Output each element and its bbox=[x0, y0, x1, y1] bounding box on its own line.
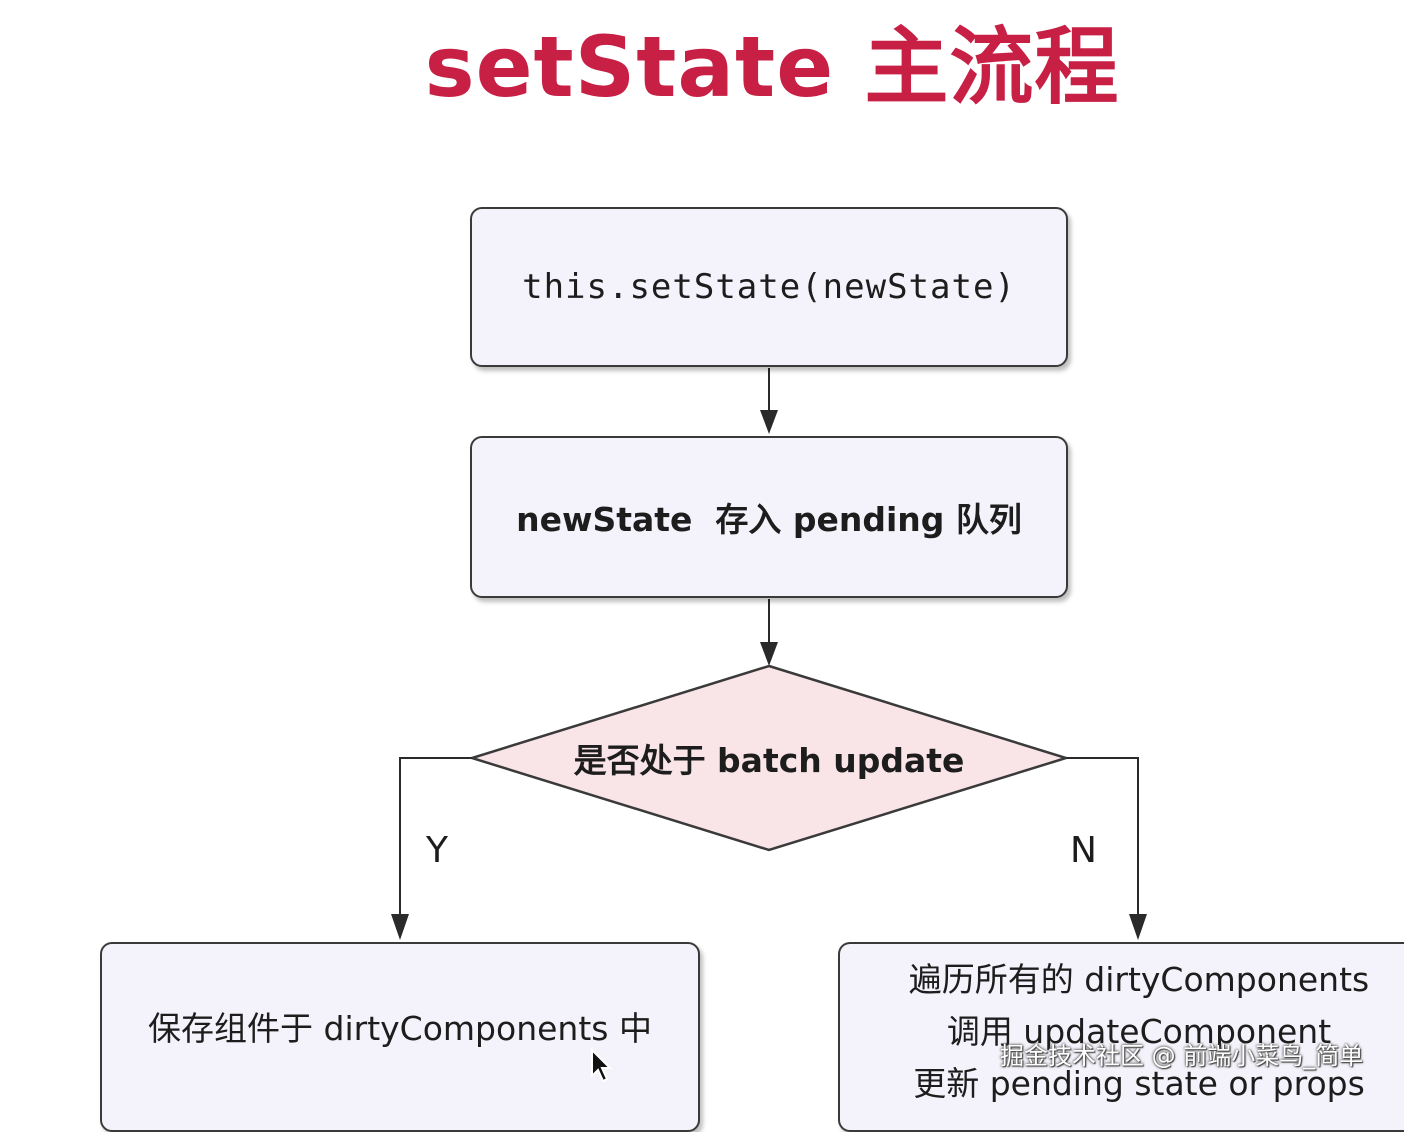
node-save-dirty-components-label: 保存组件于 dirtyComponents 中 bbox=[148, 1009, 652, 1048]
decision-label: 是否处于 batch update bbox=[573, 741, 965, 780]
arrow-pending-to-decision bbox=[760, 599, 778, 666]
flowchart-connectors bbox=[391, 368, 1147, 940]
node-setstate-call: this.setState(newState) bbox=[470, 207, 1068, 367]
arrow-yes-branch bbox=[391, 757, 472, 940]
mouse-cursor-icon bbox=[591, 1048, 613, 1083]
node-pending-queue-label: newState 存入 pending 队列 bbox=[516, 500, 1022, 539]
branch-label-no: N bbox=[1070, 830, 1097, 871]
node-setstate-call-label: this.setState(newState) bbox=[522, 267, 1016, 307]
node-update-line-1: 遍历所有的 dirtyComponents bbox=[908, 960, 1370, 999]
branch-label-yes: Y bbox=[426, 830, 448, 871]
watermark: 掘金技术社区 @ 前端小菜鸟_简单 bbox=[1000, 1042, 1364, 1070]
arrow-no-branch bbox=[1066, 757, 1147, 940]
arrow-start-to-pending bbox=[760, 368, 778, 434]
node-pending-queue: newState 存入 pending 队列 bbox=[470, 436, 1068, 598]
node-update-line-2: 调用 updateComponent bbox=[946, 1012, 1332, 1051]
page-title: setState 主流程 bbox=[424, 17, 1120, 116]
decision-diamond bbox=[467, 664, 1071, 852]
node-save-dirty-components: 保存组件于 dirtyComponents 中 bbox=[100, 942, 700, 1132]
